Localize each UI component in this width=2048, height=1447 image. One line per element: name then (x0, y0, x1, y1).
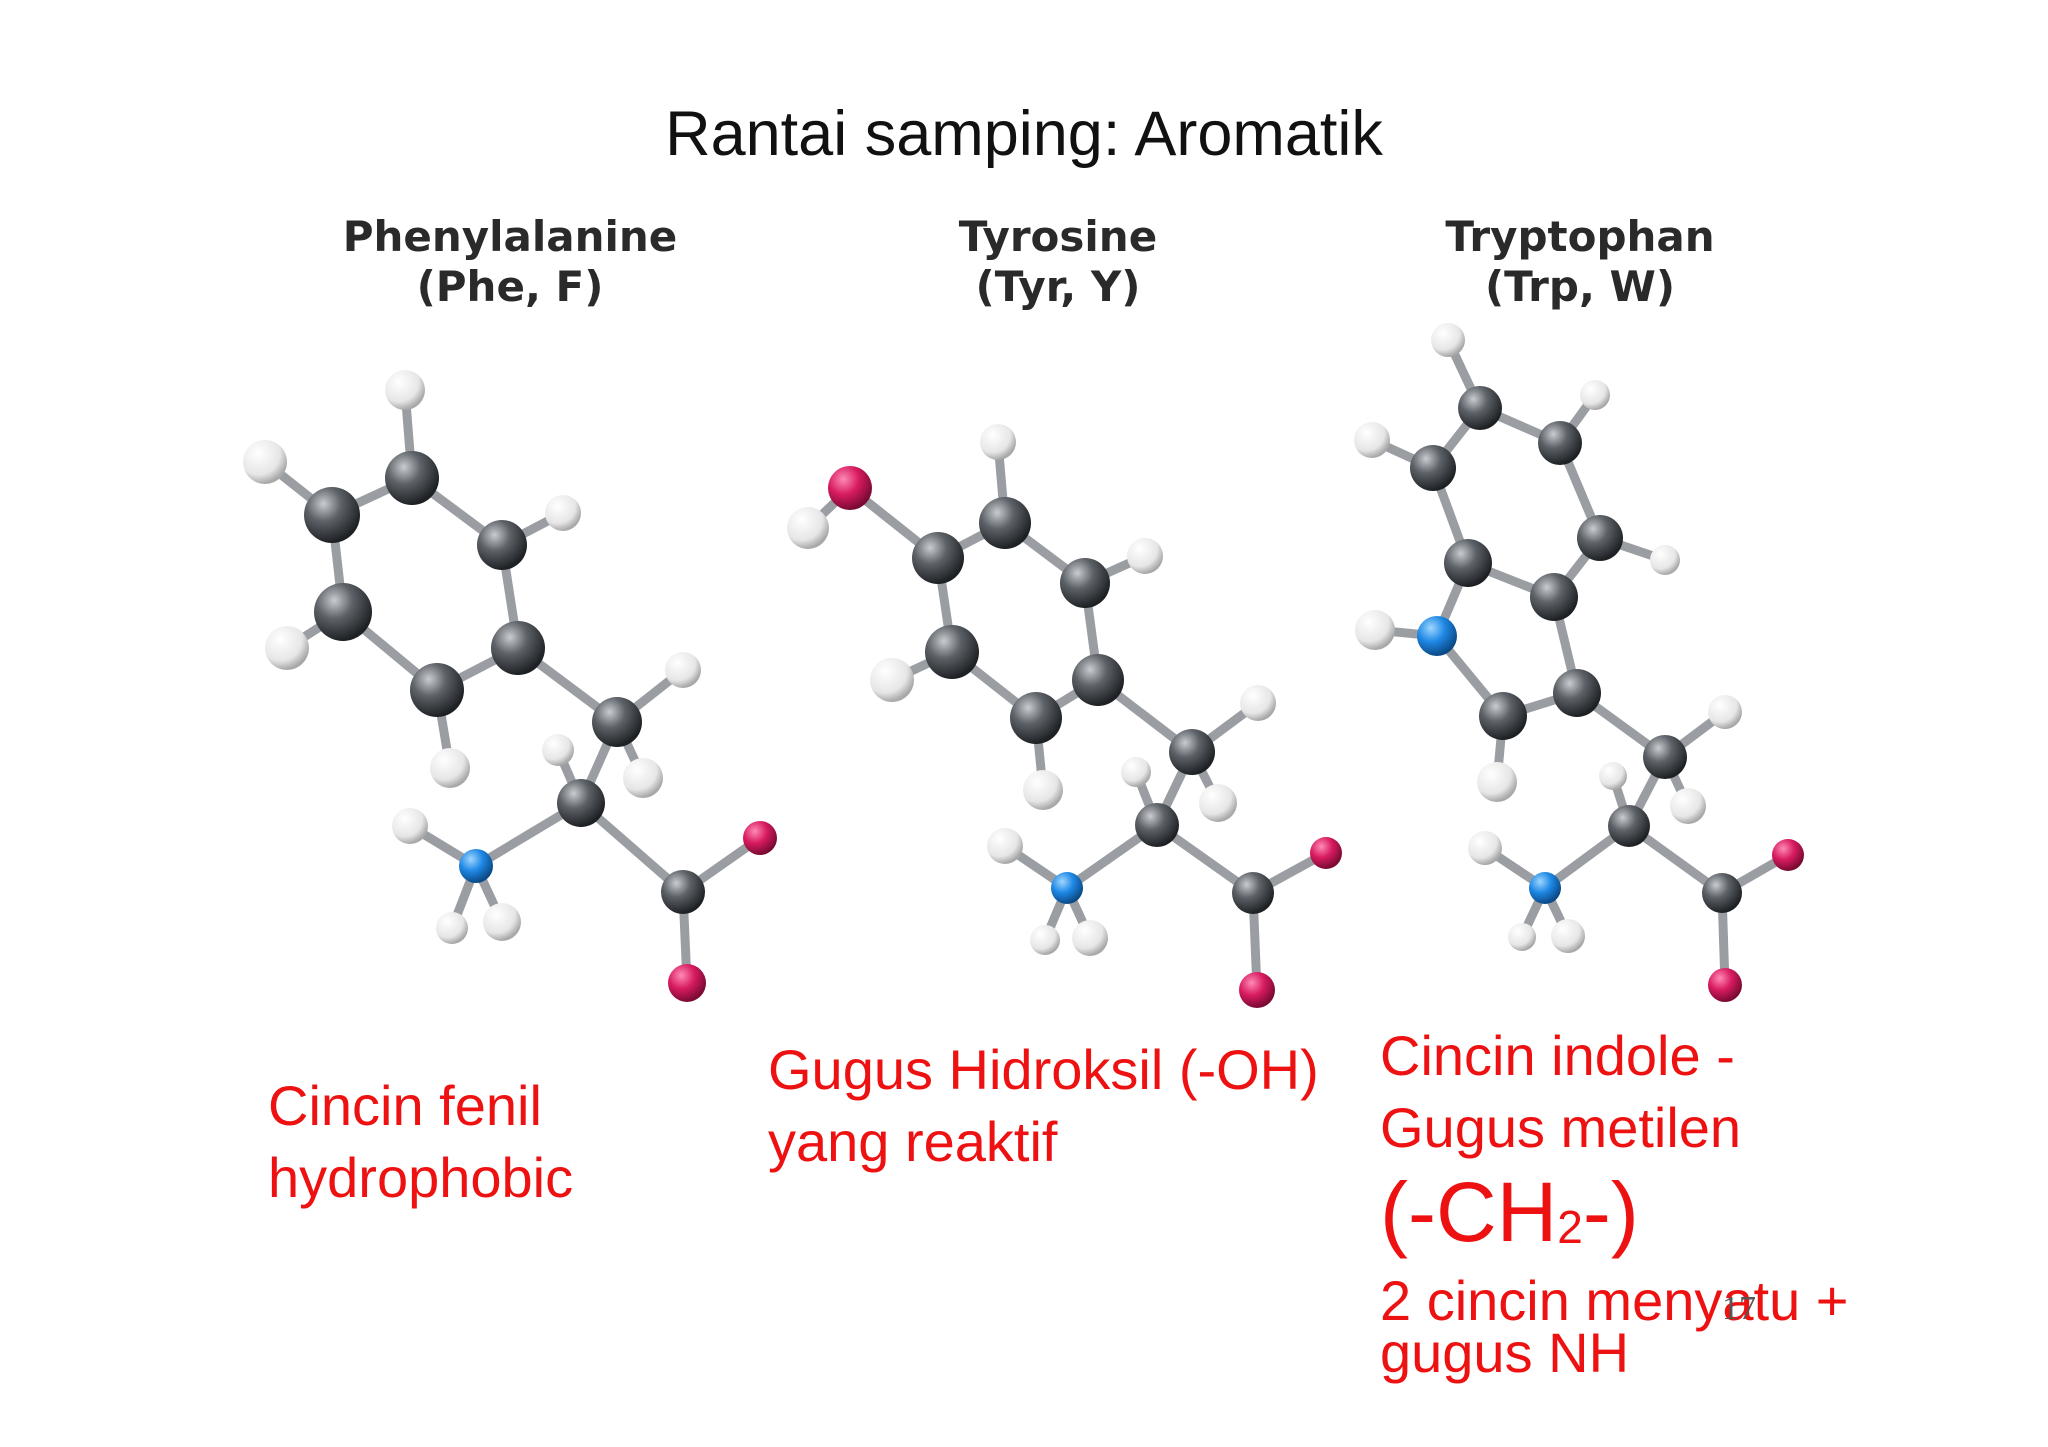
tyr-caption: Gugus Hidroksil (-OH) yang reaktif (768, 1034, 1319, 1178)
trp-caption-formula: (-CH2-) (1380, 1164, 1848, 1275)
tyr-caption-line2: yang reaktif (768, 1110, 1058, 1173)
trp-caption-line2: Gugus metilen (1380, 1096, 1742, 1159)
trp-caption-line1: Cincin indole - (1380, 1024, 1735, 1087)
trp-caption-line5: gugus NH (1380, 1321, 1630, 1384)
tyrosine-label: Tyrosine (Tyr, Y) (848, 212, 1268, 312)
phe-caption-line2: hydrophobic (268, 1146, 574, 1209)
tryptophan-label: Tryptophan (Trp, W) (1370, 212, 1790, 312)
tyrosine-atoms (787, 424, 1342, 1008)
tryptophan-abbrev: (Trp, W) (1484, 262, 1676, 311)
phe-caption: Cincin fenil hydrophobic (268, 1070, 573, 1214)
tryptophan-atoms (1354, 323, 1804, 1002)
tryptophan-name: Tryptophan (1445, 212, 1715, 261)
trp-caption-line4: 2 cincin menyatu + (1380, 1269, 1849, 1332)
tyr-caption-line1: Gugus Hidroksil (-OH) (768, 1038, 1319, 1101)
phenylalanine-label: Phenylalanine (Phe, F) (300, 212, 720, 312)
trp-caption: Cincin indole - Gugus metilen (-CH2-) 2 … (1380, 1020, 1849, 1384)
slide-title: Rantai samping: Aromatik (665, 99, 1383, 169)
page-number: 17 (1722, 1290, 1756, 1327)
formula-pre: (-CH (1380, 1165, 1558, 1259)
tyrosine-name: Tyrosine (958, 212, 1158, 261)
formula-sub: 2 (1557, 1201, 1583, 1253)
phenylalanine-atoms (243, 370, 777, 1002)
phe-caption-line1: Cincin fenil (268, 1074, 542, 1137)
tyrosine-abbrev: (Tyr, Y) (975, 262, 1141, 311)
phenylalanine-name: Phenylalanine (342, 212, 678, 261)
formula-post: -) (1582, 1165, 1639, 1259)
phenylalanine-abbrev: (Phe, F) (416, 262, 604, 311)
